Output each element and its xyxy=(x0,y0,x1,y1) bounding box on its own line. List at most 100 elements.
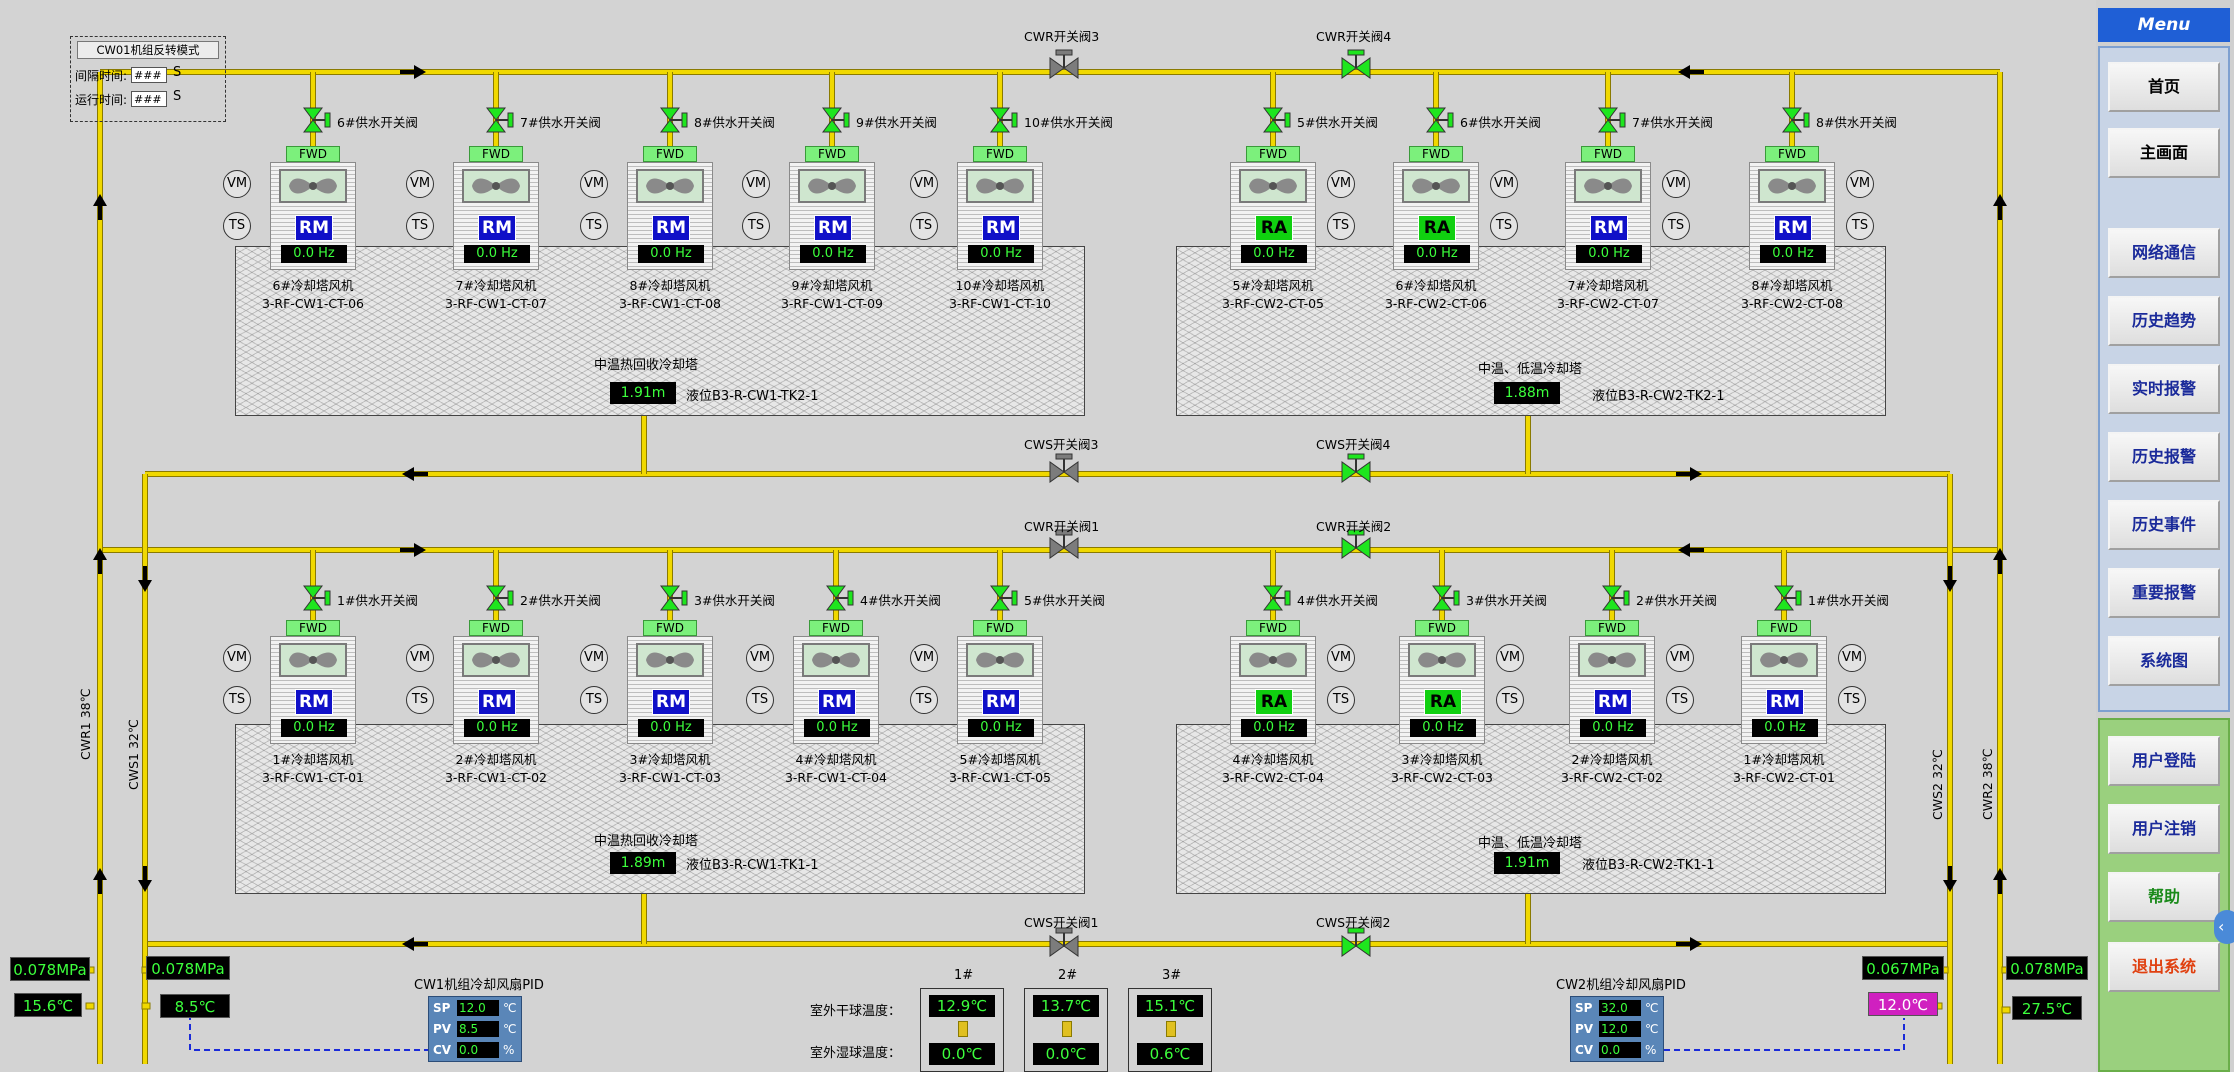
run-mode-badge[interactable]: RM xyxy=(652,689,690,715)
top_right-1-vm-indicator[interactable]: VM xyxy=(1490,170,1518,198)
menu-item-5[interactable]: 历史报警 xyxy=(2108,432,2220,482)
bottom_left-1-vm-indicator[interactable]: VM xyxy=(406,644,434,672)
top_right-1-fan-tag: 3-RF-CW2-CT-06 xyxy=(1384,296,1488,311)
run-mode-badge[interactable]: RM xyxy=(652,215,690,241)
bottom_right-3-vm-indicator[interactable]: VM xyxy=(1838,644,1866,672)
bottom_right-0-ts-indicator[interactable]: TS xyxy=(1327,686,1355,714)
top_right-2-ts-indicator[interactable]: TS xyxy=(1662,212,1690,240)
top_left-2-vm-indicator[interactable]: VM xyxy=(580,170,608,198)
bottom_right-3-fan-tag: 3-RF-CW2-CT-01 xyxy=(1732,770,1836,785)
bottom_right-0-valve-label: 4#供水开关阀 xyxy=(1297,593,1378,608)
top_left-4-ts-indicator[interactable]: TS xyxy=(910,212,938,240)
reverse-mode-button[interactable]: CW01机组反转模式 xyxy=(77,41,219,59)
top_left-4-vm-indicator[interactable]: VM xyxy=(910,170,938,198)
run-mode-badge[interactable]: RM xyxy=(818,689,856,715)
menu-item-4[interactable]: 实时报警 xyxy=(2108,364,2220,414)
menu-item-3[interactable]: 历史趋势 xyxy=(2108,296,2220,346)
top_left-2-ts-indicator[interactable]: TS xyxy=(580,212,608,240)
bottom_right-1-ts-indicator[interactable]: TS xyxy=(1496,686,1524,714)
top_left-1-fan-tag: 3-RF-CW1-CT-07 xyxy=(444,296,548,311)
fan-frequency-display: 0.0 Hz xyxy=(464,719,530,737)
run-mode-badge[interactable]: RM xyxy=(478,689,516,715)
menu-user-item-3[interactable]: 退出系统 xyxy=(2108,942,2220,992)
bottom_left-3-vm-indicator[interactable]: VM xyxy=(746,644,774,672)
run-mode-badge[interactable]: RA xyxy=(1255,215,1293,241)
menu-item-1[interactable]: 主画面 xyxy=(2108,128,2220,178)
run-mode-badge[interactable]: RM xyxy=(1774,215,1812,241)
bottom_left-4-vm-indicator[interactable]: VM xyxy=(910,644,938,672)
run-mode-badge[interactable]: RM xyxy=(982,689,1020,715)
bottom_right-1-vm-indicator[interactable]: VM xyxy=(1496,644,1524,672)
run-mode-badge[interactable]: RA xyxy=(1424,689,1462,715)
run-time-input[interactable]: ### xyxy=(131,91,167,107)
top_right-1-ts-indicator[interactable]: TS xyxy=(1490,212,1518,240)
run-mode-badge[interactable]: RM xyxy=(982,215,1020,241)
menu-item-6[interactable]: 历史事件 xyxy=(2108,500,2220,550)
run-mode-badge[interactable]: RM xyxy=(478,215,516,241)
cw1-sp-value[interactable]: 12.0 xyxy=(457,1000,499,1016)
run-mode-badge[interactable]: RM xyxy=(1594,689,1632,715)
top_left-1-ts-indicator[interactable]: TS xyxy=(406,212,434,240)
bottom_left-1-ts-indicator[interactable]: TS xyxy=(406,686,434,714)
top_left-3-vm-indicator[interactable]: VM xyxy=(742,170,770,198)
bottom_left-3-ts-indicator[interactable]: TS xyxy=(746,686,774,714)
run-mode-badge[interactable]: RM xyxy=(1766,689,1804,715)
bottom_right-2-vm-indicator[interactable]: VM xyxy=(1666,644,1694,672)
bottom_left-4-ts-indicator[interactable]: TS xyxy=(910,686,938,714)
top_right-0-vm-indicator[interactable]: VM xyxy=(1327,170,1355,198)
top_left-0-ts-indicator[interactable]: TS xyxy=(223,212,251,240)
top_left-3-ts-indicator[interactable]: TS xyxy=(742,212,770,240)
run-mode-badge[interactable]: RM xyxy=(1590,215,1628,241)
top_right-2-vm-indicator[interactable]: VM xyxy=(1662,170,1690,198)
cw2-sp-value[interactable]: 32.0 xyxy=(1599,1000,1641,1016)
top_right-3-vm-indicator[interactable]: VM xyxy=(1846,170,1874,198)
menu-item-0[interactable]: 首页 xyxy=(2108,62,2220,112)
run-mode-badge[interactable]: RM xyxy=(814,215,852,241)
menu-item-8[interactable]: 系统图 xyxy=(2108,636,2220,686)
menu-user-item-2[interactable]: 帮助 xyxy=(2108,872,2220,922)
bottom_right-0-vm-indicator[interactable]: VM xyxy=(1327,644,1355,672)
bottom_right-2-ts-indicator[interactable]: TS xyxy=(1666,686,1694,714)
top_right-0-ts-indicator[interactable]: TS xyxy=(1327,212,1355,240)
top_right-3-ts-indicator[interactable]: TS xyxy=(1846,212,1874,240)
interval-input[interactable]: ### xyxy=(131,67,167,83)
menu-user-item-0[interactable]: 用户登陆 xyxy=(2108,736,2220,786)
run-mode-badge[interactable]: RM xyxy=(295,689,333,715)
menu-user-item-1[interactable]: 用户注销 xyxy=(2108,804,2220,854)
bottom_left-2-vm-indicator[interactable]: VM xyxy=(580,644,608,672)
menu-item-2[interactable]: 网络通信 xyxy=(2108,228,2220,278)
run-mode-badge[interactable]: RA xyxy=(1255,689,1293,715)
collapse-menu-chevron-icon[interactable]: ‹ xyxy=(2214,910,2234,944)
top_left-1-vm-indicator[interactable]: VM xyxy=(406,170,434,198)
bottom_right-3-ts-indicator[interactable]: TS xyxy=(1838,686,1866,714)
run-mode-badge[interactable]: RA xyxy=(1418,215,1456,241)
menu-item-7[interactable]: 重要报警 xyxy=(2108,568,2220,618)
bottom_left-0-ts-indicator[interactable]: TS xyxy=(223,686,251,714)
bottom_left-2-ts-indicator[interactable]: TS xyxy=(580,686,608,714)
run-mode-badge[interactable]: RM xyxy=(295,215,333,241)
top_left-0-vm-indicator[interactable]: VM xyxy=(223,170,251,198)
sensor-tap-icon xyxy=(2001,1006,2011,1014)
bottom_left-0-vm-indicator[interactable]: VM xyxy=(223,644,251,672)
